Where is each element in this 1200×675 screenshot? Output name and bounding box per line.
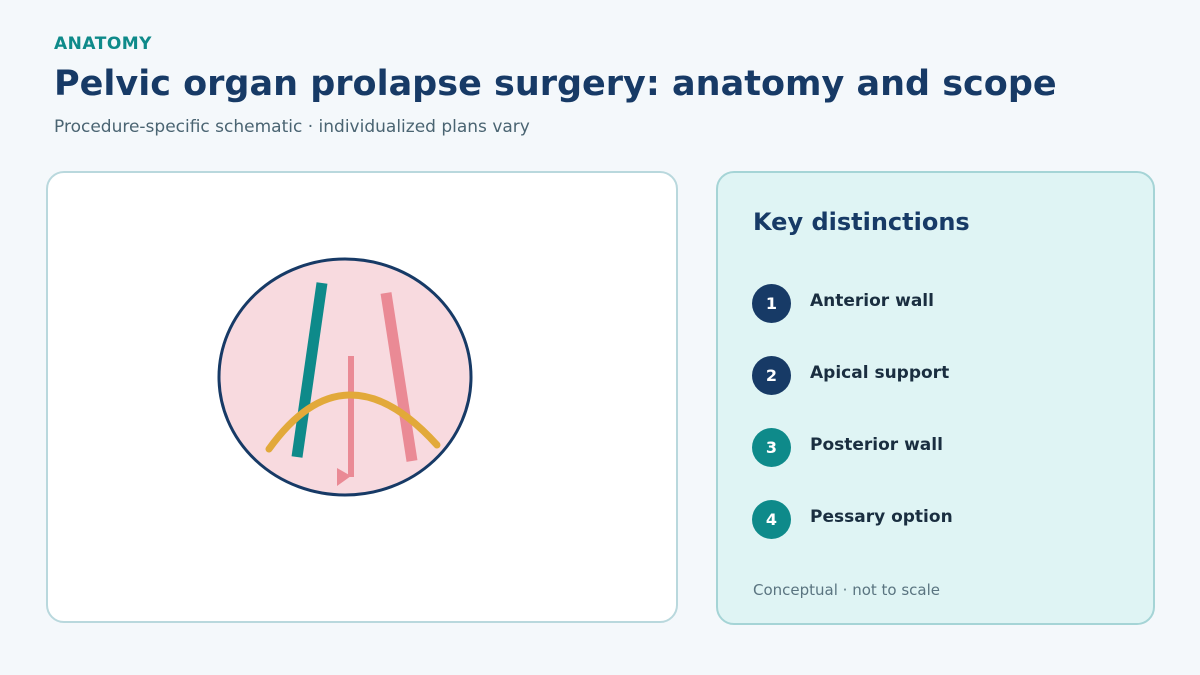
key-badge: 3 xyxy=(752,427,791,467)
key-item-anterior-wall: 1 Anterior wall xyxy=(752,283,934,323)
diagram-panel xyxy=(46,171,678,623)
anterior-wall-structure xyxy=(291,282,328,458)
key-label: Posterior wall xyxy=(810,435,943,455)
pelvic-schematic xyxy=(217,257,473,497)
key-panel-title: Key distinctions xyxy=(753,208,970,236)
key-label: Anterior wall xyxy=(810,291,934,311)
page-subtitle: Procedure-specific schematic · individua… xyxy=(54,117,530,137)
key-badge: 2 xyxy=(752,355,791,395)
key-label: Pessary option xyxy=(810,507,953,527)
key-label: Apical support xyxy=(810,363,950,383)
apical-support-arc xyxy=(265,391,441,453)
key-distinctions-panel: Key distinctions 1 Anterior wall 2 Apica… xyxy=(716,171,1155,625)
key-item-posterior-wall: 3 Posterior wall xyxy=(752,427,943,467)
scale-footnote: Conceptual · not to scale xyxy=(753,581,941,599)
key-badge: 4 xyxy=(752,499,791,539)
posterior-wall-structure xyxy=(380,292,418,462)
canal-direction-arrow xyxy=(337,468,351,486)
key-item-pessary-option: 4 Pessary option xyxy=(752,499,953,539)
key-badge: 1 xyxy=(752,283,791,323)
page-title: Pelvic organ prolapse surgery: anatomy a… xyxy=(54,64,1057,104)
section-eyebrow: ANATOMY xyxy=(54,34,152,54)
pelvic-cavity-outline xyxy=(217,257,473,497)
key-item-apical-support: 2 Apical support xyxy=(752,355,949,395)
